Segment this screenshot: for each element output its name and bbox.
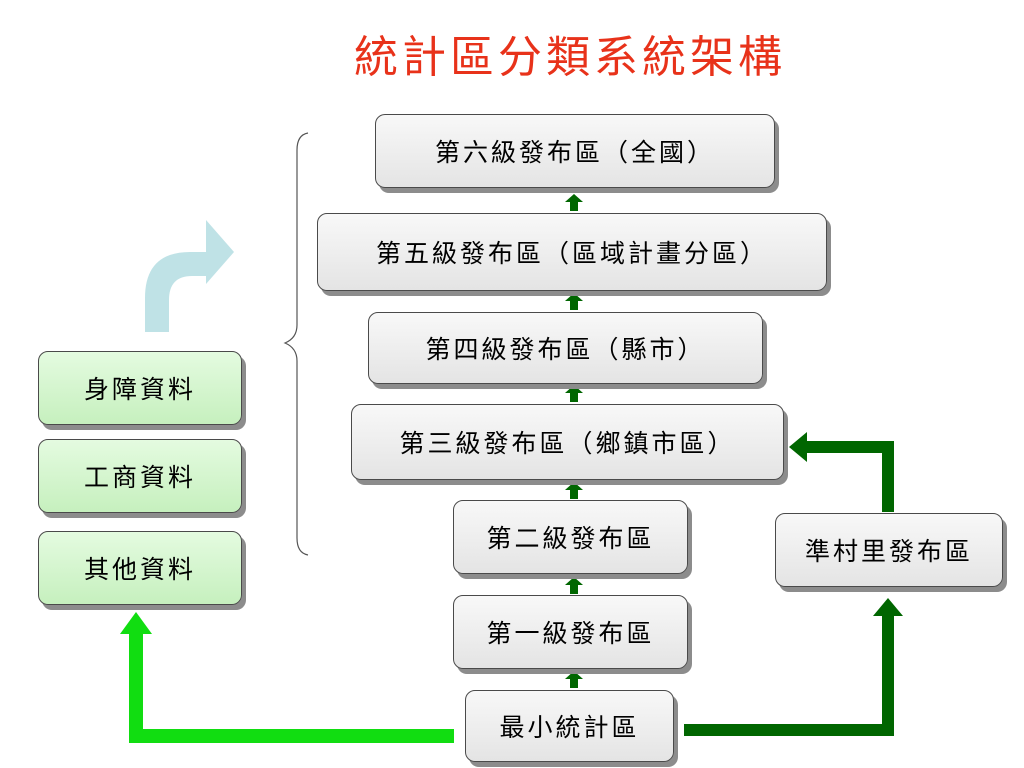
level3-node: 第三級發布區（鄉鎮市區） — [351, 404, 784, 480]
up-arrow-base-to-level1 — [565, 671, 583, 688]
up-arrow-level4-to-level5 — [565, 293, 583, 310]
level5-node: 第五級發布區（區域計畫分區） — [317, 213, 827, 291]
data-source-other: 其他資料 — [38, 531, 242, 605]
up-arrow-level1-to-level2 — [565, 577, 583, 594]
level6-node: 第六級發布區（全國） — [375, 114, 775, 188]
village-to-level3-connector — [805, 441, 894, 512]
curved-turn-arrow-icon — [145, 220, 234, 332]
village-to-level3-arrowhead-icon — [789, 432, 807, 462]
base-to-village-connector — [684, 614, 894, 736]
base-to-data-sources-connector — [129, 632, 454, 743]
base-node: 最小統計區 — [465, 690, 674, 762]
level4-node: 第四級發布區（縣市） — [368, 312, 763, 384]
data-source-business: 工商資料 — [38, 439, 242, 513]
hierarchy-arrows — [565, 194, 583, 688]
village-node: 準村里發布區 — [775, 513, 1003, 587]
level2-node: 第二級發布區 — [453, 500, 688, 574]
diagram-title: 統計區分類系統架構 — [354, 32, 786, 83]
up-arrow-level5-to-level6 — [565, 194, 583, 211]
up-arrow-level2-to-level3 — [565, 482, 583, 499]
data-source-disability: 身障資料 — [38, 351, 242, 425]
level1-node: 第一級發布區 — [453, 595, 688, 669]
up-arrow-level3-to-level4 — [565, 385, 583, 402]
base-to-data-sources-arrowhead-icon — [120, 612, 152, 634]
base-to-village-arrowhead-icon — [873, 598, 903, 616]
grouping-brace — [283, 132, 309, 556]
